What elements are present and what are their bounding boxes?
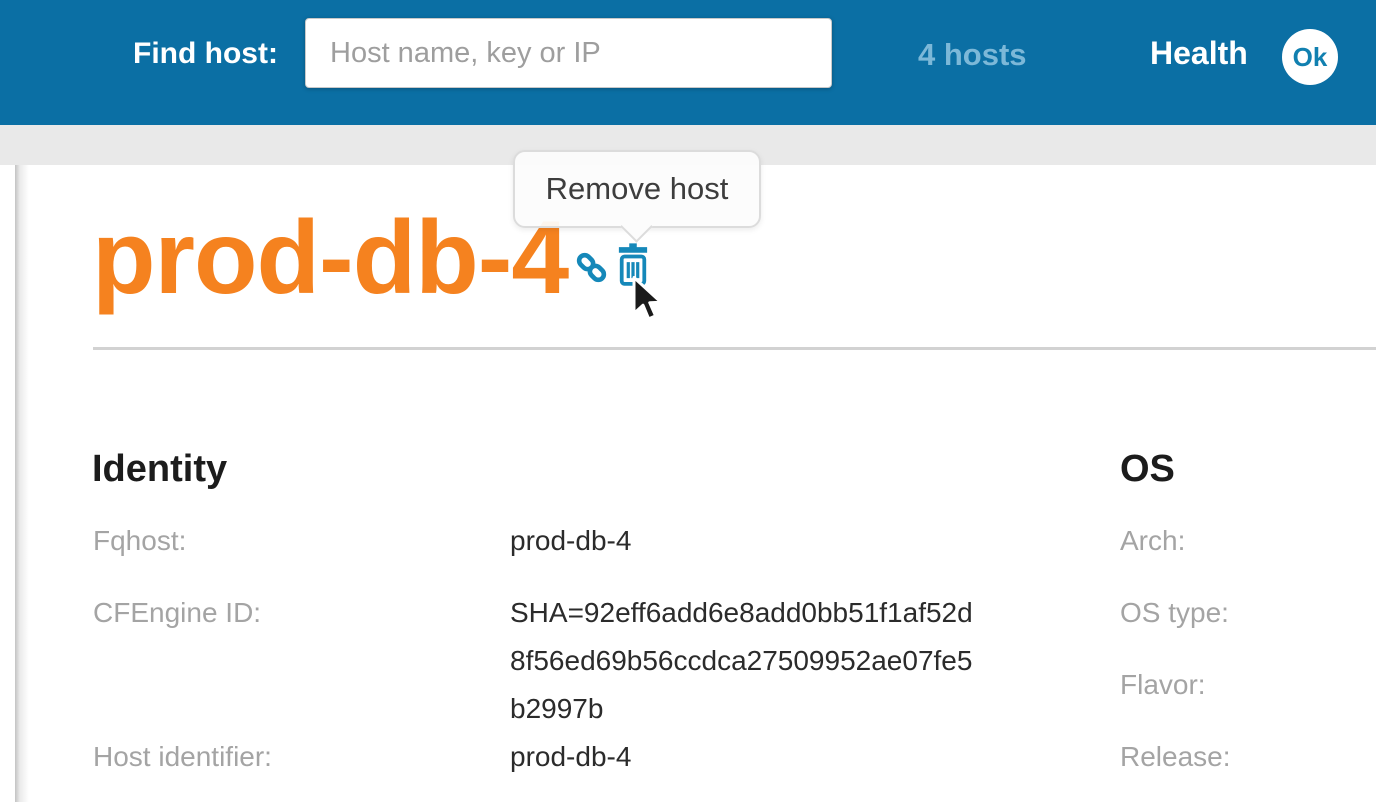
identity-section-heading: Identity bbox=[92, 448, 228, 490]
cfengine-id-label: CFEngine ID: bbox=[93, 597, 262, 628]
remove-host-button[interactable] bbox=[617, 242, 649, 288]
panel-left-shadow bbox=[15, 165, 29, 802]
host-identifier-value: prod-db-4 bbox=[510, 741, 632, 772]
remove-host-tooltip: Remove host bbox=[513, 150, 761, 228]
host-identifier-label: Host identifier: bbox=[93, 741, 272, 772]
cfengine-id-value: SHA=92eff6add6e8add0bb51f1af52d8f56ed69b… bbox=[510, 597, 973, 724]
search-input[interactable] bbox=[305, 18, 832, 88]
release-label: Release: bbox=[1120, 741, 1231, 772]
fqhost-value: prod-db-4 bbox=[510, 525, 632, 556]
find-host-label: Find host: bbox=[133, 37, 278, 70]
fqhost-label: Fqhost: bbox=[93, 525, 187, 556]
health-status-badge[interactable]: Ok bbox=[1282, 29, 1338, 85]
link-icon bbox=[574, 250, 609, 285]
trash-icon bbox=[617, 242, 649, 288]
os-type-label: OS type: bbox=[1120, 597, 1229, 628]
tooltip-text: Remove host bbox=[545, 171, 729, 206]
hosts-count-link[interactable]: 4 hosts bbox=[918, 37, 1027, 72]
os-section-heading: OS bbox=[1120, 448, 1175, 490]
title-divider bbox=[93, 347, 1376, 350]
arch-label: Arch: bbox=[1120, 525, 1186, 556]
health-label: Health bbox=[1150, 35, 1248, 71]
top-header: Find host: 4 hosts Health Ok bbox=[0, 0, 1376, 125]
host-link-button[interactable] bbox=[574, 250, 609, 285]
page-title: prod-db-4 bbox=[92, 200, 569, 316]
flavor-label: Flavor: bbox=[1120, 669, 1206, 700]
